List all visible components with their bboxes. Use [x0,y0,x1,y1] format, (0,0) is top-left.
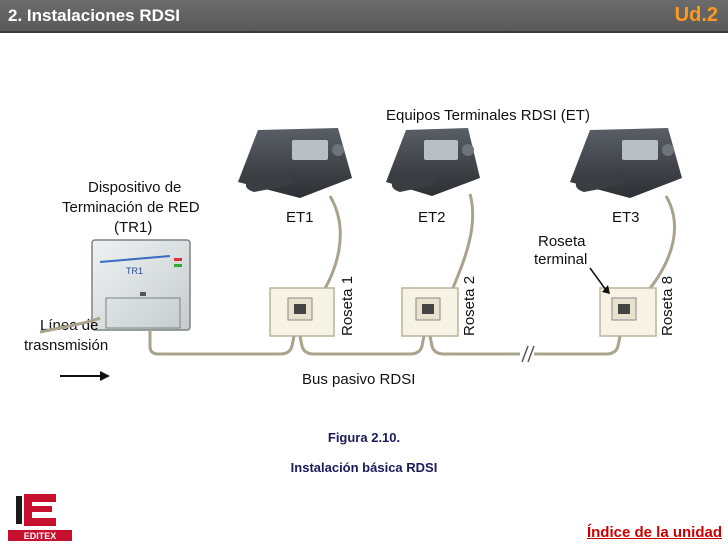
phone-et1 [238,128,352,198]
terminal-label-et1: ET1 [286,209,314,226]
phone-et2 [386,128,480,196]
device-label-line2: Terminación de RED [62,199,200,216]
socket-roseta-2 [401,287,459,337]
socket-label-2: Roseta 2 [461,276,478,336]
terminal-label-et3: ET3 [612,209,640,226]
passive-bus-end [534,335,622,356]
cable-et1 [316,195,342,301]
index-link[interactable]: Índice de la unidad [586,524,722,541]
line-into-tr1 [39,316,101,334]
transmission-arrow-head [100,371,110,381]
phone-et3 [570,128,682,198]
device-label-line1: Dispositivo de [88,179,181,196]
figure-number: Figura 2.10. [327,430,401,445]
arrow-to-roseta-8 [589,267,607,291]
terminal-socket-note-line2: terminal [534,251,587,268]
terminal-socket-note-line1: Roseta [538,233,586,250]
arrow-head [602,285,610,294]
socket-roseta-1 [269,287,335,337]
logo-text: EDITEX [24,531,57,541]
socket-label-8: Roseta 8 [659,276,676,336]
line-label-line2: trasnsmisión [24,337,108,354]
unit-label: Ud.2 [674,4,718,26]
editex-logo: EDITEX [8,494,72,541]
bus-break-1 [521,345,529,363]
bus-break-2 [527,345,535,363]
socket-roseta-8 [599,287,657,337]
page-title: 2. Instalaciones RDSI [8,6,180,25]
device-label-line3: (TR1) [114,219,152,236]
terminals-title: Equipos Terminales RDSI (ET) [386,107,590,124]
tr1-screen-text: TR1 [126,266,143,276]
header-bar: 2. Instalaciones RDSI Ud.2 [0,0,728,33]
figure-caption: Instalación básica RDSI [290,460,438,475]
rdsi-diagram: Equipos Terminales RDSI (ET) ET1 ET2 ET3… [24,107,682,388]
bus-label: Bus pasivo RDSI [302,371,415,388]
tr1-device: TR1 [91,239,191,331]
socket-label-1: Roseta 1 [339,276,356,336]
terminal-label-et2: ET2 [418,209,446,226]
passive-bus [148,330,520,356]
